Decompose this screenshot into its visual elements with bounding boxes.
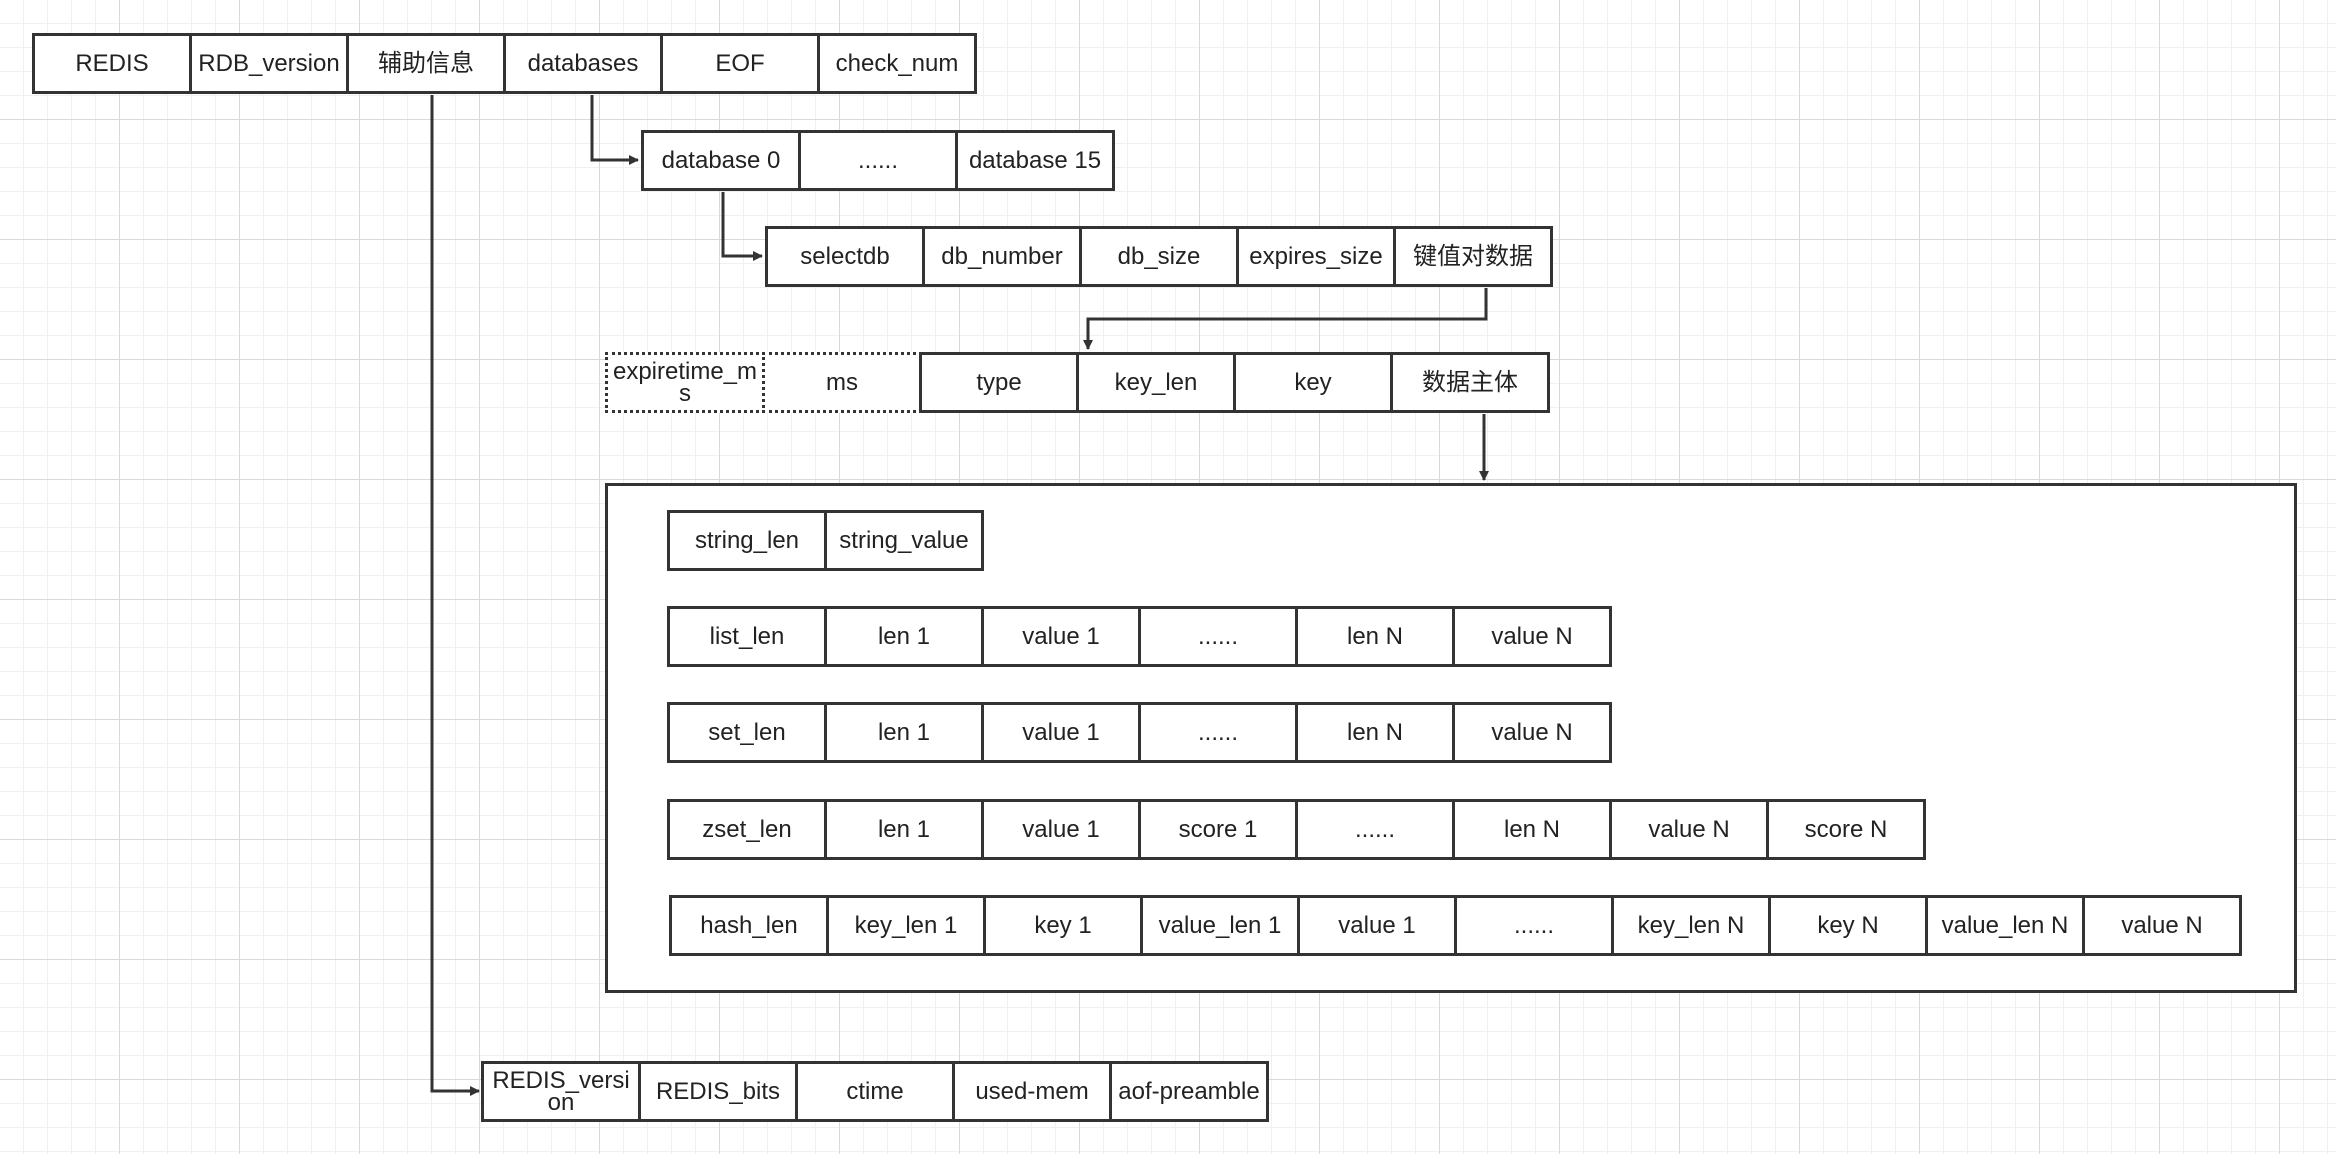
cell-zset-len-n: len N [1452,799,1612,860]
string-row: string_len string_value [667,510,984,571]
cell-set-value-1: value 1 [981,702,1141,763]
cell-set-value-n: value N [1452,702,1612,763]
cell-key-len: key_len [1076,352,1236,413]
rdb-structure-row: REDIS RDB_version 辅助信息 databases EOF che… [32,33,977,94]
cell-zset-score-n: score N [1766,799,1926,860]
cell-database-0: database 0 [641,130,801,191]
database-fields-row: selectdb db_number db_size expires_size … [765,226,1553,287]
cell-hash-value-n: value N [2082,895,2242,956]
cell-hash-value-len-n: value_len N [1925,895,2085,956]
cell-aof-preamble: aof-preamble [1109,1061,1269,1122]
hash-row: hash_len key_len 1 key 1 value_len 1 val… [669,895,2242,956]
cell-set-ellipsis: ...... [1138,702,1298,763]
cell-type: type [919,352,1079,413]
cell-selectdb: selectdb [765,226,925,287]
cell-list-len: list_len [667,606,827,667]
cell-database-15: database 15 [955,130,1115,191]
cell-list-len-n: len N [1295,606,1455,667]
cell-eof: EOF [660,33,820,94]
cell-zset-ellipsis: ...... [1295,799,1455,860]
cell-hash-key-1: key 1 [983,895,1143,956]
zset-row: zset_len len 1 value 1 score 1 ...... le… [667,799,1926,860]
cell-hash-value-len-1: value_len 1 [1140,895,1300,956]
cell-kv-data: 键值对数据 [1393,226,1553,287]
cell-list-value-1: value 1 [981,606,1141,667]
cell-expires-size: expires_size [1236,226,1396,287]
list-row: list_len len 1 value 1 ...... len N valu… [667,606,1612,667]
cell-zset-score-1: score 1 [1138,799,1298,860]
aux-info-row: REDIS_version REDIS_bits ctime used-mem … [481,1061,1269,1122]
cell-rdb-version: RDB_version [189,33,349,94]
kv-fields-row: expiretime_ms ms type key_len key 数据主体 [605,352,1550,413]
cell-db-number: db_number [922,226,1082,287]
cell-databases: databases [503,33,663,94]
cell-hash-ellipsis: ...... [1454,895,1614,956]
cell-zset-value-1: value 1 [981,799,1141,860]
cell-aux-info: 辅助信息 [346,33,506,94]
set-row: set_len len 1 value 1 ...... len N value… [667,702,1612,763]
databases-row: database 0 ...... database 15 [641,130,1115,191]
cell-hash-value-1: value 1 [1297,895,1457,956]
arrow-databases-to-database-list [590,95,639,165]
cell-ms: ms [762,352,922,413]
cell-hash-key-len-n: key_len N [1611,895,1771,956]
cell-redis-version: REDIS_version [481,1061,641,1122]
cell-set-len-1: len 1 [824,702,984,763]
cell-list-ellipsis: ...... [1138,606,1298,667]
cell-hash-key-len-1: key_len 1 [826,895,986,956]
cell-string-len: string_len [667,510,827,571]
cell-key: key [1233,352,1393,413]
cell-set-len: set_len [667,702,827,763]
cell-list-len-1: len 1 [824,606,984,667]
cell-ctime: ctime [795,1061,955,1122]
cell-used-mem: used-mem [952,1061,1112,1122]
arrow-database0-to-fields [721,192,763,261]
cell-string-value: string_value [824,510,984,571]
cell-set-len-n: len N [1295,702,1455,763]
cell-zset-value-n: value N [1609,799,1769,860]
cell-database-ellipsis: ...... [798,130,958,191]
cell-hash-key-n: key N [1768,895,1928,956]
cell-data-body: 数据主体 [1390,352,1550,413]
cell-redis: REDIS [32,33,192,94]
cell-redis-bits: REDIS_bits [638,1061,798,1122]
cell-hash-len: hash_len [669,895,829,956]
arrow-aux-to-aux-fields [430,95,480,1096]
cell-db-size: db_size [1079,226,1239,287]
arrow-kv-data-to-kv-fields [1083,288,1488,350]
cell-list-value-n: value N [1452,606,1612,667]
cell-check-num: check_num [817,33,977,94]
cell-expiretime-ms: expiretime_ms [605,352,765,413]
cell-zset-len-1: len 1 [824,799,984,860]
cell-zset-len: zset_len [667,799,827,860]
